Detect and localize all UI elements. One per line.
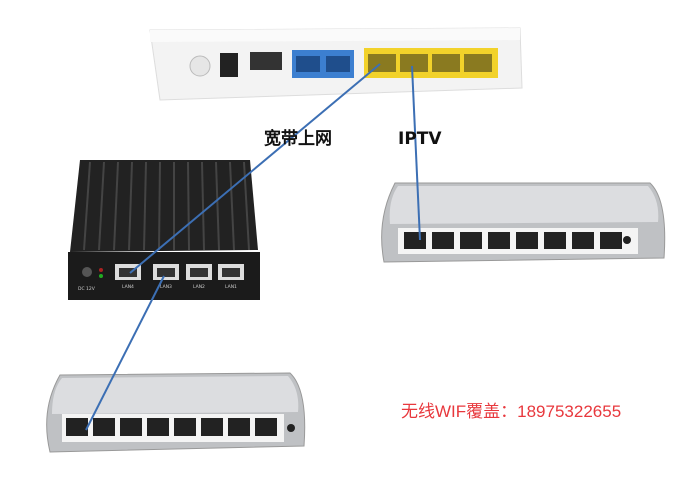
wifi-contact-text: 无线WIF覆盖：18975322655 (401, 402, 622, 421)
port-label-lan3: LAN3 (160, 284, 172, 290)
broadband-label: 宽带上网 (264, 129, 332, 149)
dc-12v-label: DC 12V (78, 286, 96, 292)
optical-modem-router (149, 27, 523, 101)
cable-iptv (411, 65, 421, 241)
dc-jack (220, 53, 238, 77)
power-button (189, 55, 211, 77)
switch-iptv (381, 182, 666, 263)
cable-lan-switch (85, 275, 165, 431)
cable-broadband (129, 63, 381, 274)
port-label-lan2: LAN2 (193, 284, 205, 290)
port-label-lan1: LAN1 (225, 284, 237, 290)
soft-router-mini-pc: DC 12V LAN4 LAN3 LAN2 LAN1 (68, 160, 260, 300)
switch-lan (46, 372, 306, 453)
port-label-lan4: LAN4 (122, 284, 134, 290)
iptv-label: IPTV (398, 129, 442, 149)
usb-port (250, 52, 282, 70)
